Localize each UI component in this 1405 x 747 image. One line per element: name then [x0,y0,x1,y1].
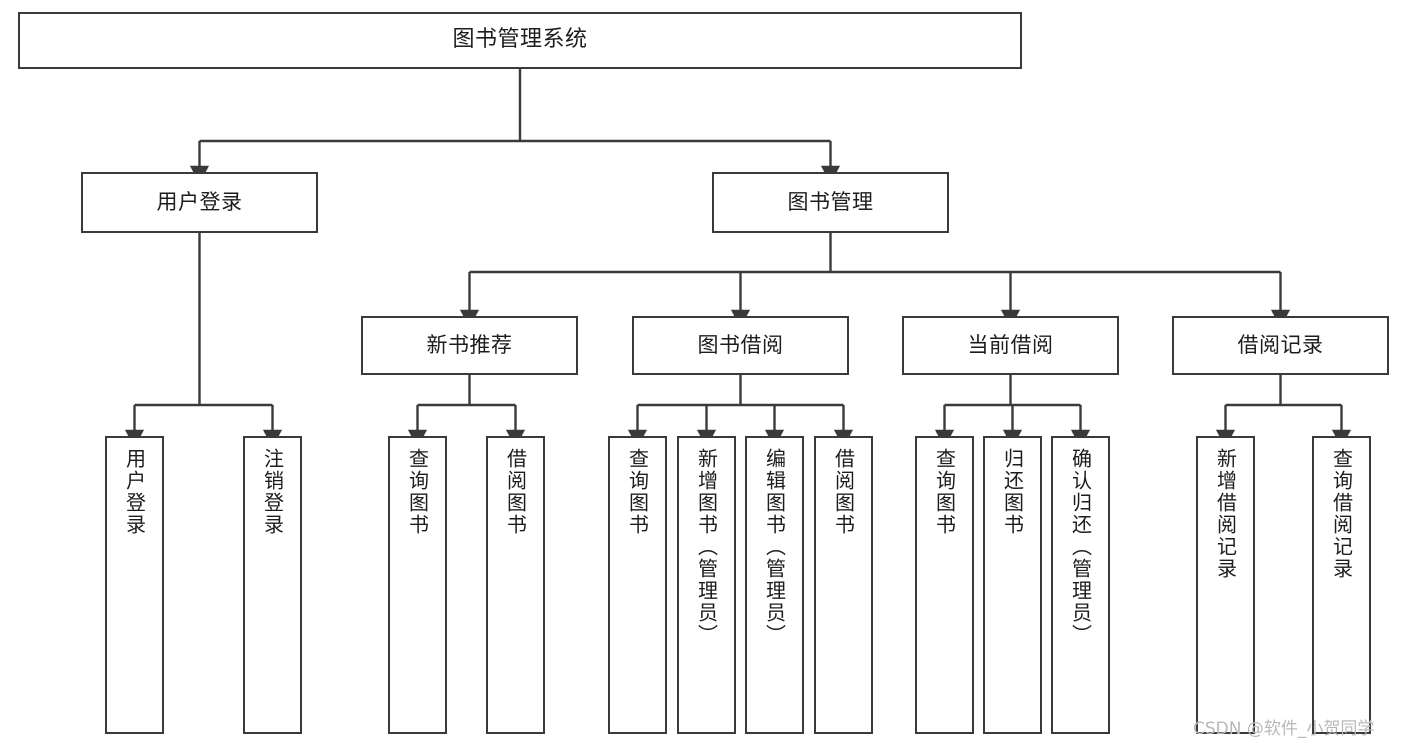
node-label: 新书推荐 [426,332,513,357]
node-label: 当前借阅 [967,332,1054,357]
leaf-borrow-book[interactable]: 借阅图书 [814,436,873,734]
leaf-edit-book-admin[interactable]: 编辑图书（管理员） [745,436,804,734]
node-label: 用户登录 [156,189,243,214]
node-label: 新增借阅记录 [1213,448,1238,580]
node-label: 借阅记录 [1237,332,1324,357]
node-label: 查询图书 [625,448,650,536]
leaf-confirm-return-admin[interactable]: 确认归还（管理员） [1051,436,1110,734]
node-label: 编辑图书（管理员） [762,448,787,646]
leaf-query-book-borrow[interactable]: 查询图书 [608,436,667,734]
node-label: 借阅图书 [503,448,528,536]
watermark: CSDN @软件_小贺同学 [1193,719,1375,739]
leaf-query-book-recommend[interactable]: 查询图书 [388,436,447,734]
node-root[interactable]: 图书管理系统 [18,12,1022,69]
leaf-logout-login[interactable]: 注销登录 [243,436,302,734]
leaf-return-book[interactable]: 归还图书 [983,436,1042,734]
node-label: 新增图书（管理员） [694,448,719,646]
node-label: 查询图书 [405,448,430,536]
leaf-query-borrow-record[interactable]: 查询借阅记录 [1312,436,1371,734]
node-label: 用户登录 [122,448,147,536]
node-label: 查询借阅记录 [1329,448,1354,580]
node-label: 借阅图书 [831,448,856,536]
leaf-add-book-admin[interactable]: 新增图书（管理员） [677,436,736,734]
node-user-login[interactable]: 用户登录 [81,172,318,233]
node-label: 归还图书 [1000,448,1025,536]
node-label: 图书管理 [787,189,874,214]
node-book-management[interactable]: 图书管理 [712,172,949,233]
node-new-book-recommend[interactable]: 新书推荐 [361,316,578,375]
leaf-add-borrow-record[interactable]: 新增借阅记录 [1196,436,1255,734]
node-label: 图书管理系统 [452,27,588,53]
node-borrow-record[interactable]: 借阅记录 [1172,316,1389,375]
node-label: 注销登录 [260,448,285,536]
node-label: 确认归还（管理员） [1068,448,1093,646]
node-label: 查询图书 [932,448,957,536]
node-current-borrow[interactable]: 当前借阅 [902,316,1119,375]
node-label: 图书借阅 [697,332,784,357]
node-book-borrow[interactable]: 图书借阅 [632,316,849,375]
leaf-user-login[interactable]: 用户登录 [105,436,164,734]
leaf-borrow-book-recommend[interactable]: 借阅图书 [486,436,545,734]
leaf-query-book-current[interactable]: 查询图书 [915,436,974,734]
